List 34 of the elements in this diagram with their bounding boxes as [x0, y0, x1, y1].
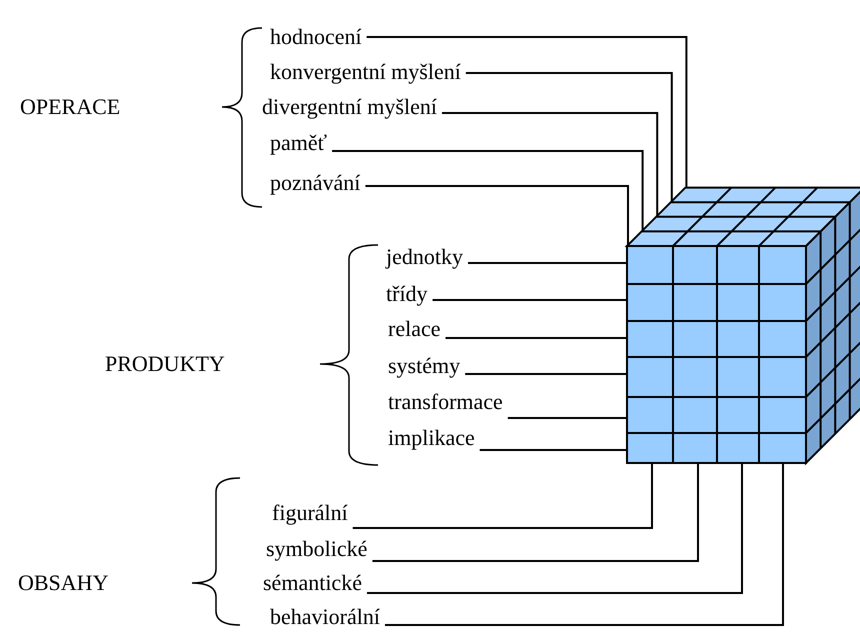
category-heading: PRODUKTY — [105, 352, 225, 376]
dimension-term: hodnocení — [270, 25, 362, 49]
leader-line — [352, 462, 653, 529]
dimension-term: paměť — [270, 131, 328, 155]
dimension-term: sémantické — [263, 571, 362, 595]
dimension-term: symbolické — [266, 537, 368, 561]
dimension-term: systémy — [388, 354, 460, 378]
dimension-term: poznávání — [270, 171, 360, 195]
dimension-term: třídy — [386, 282, 428, 306]
leader-line — [366, 36, 688, 187]
leader-line — [365, 185, 629, 245]
dimension-term: jednotky — [386, 245, 463, 269]
dimension-term: implikace — [388, 426, 475, 450]
leader-line — [465, 373, 628, 375]
dimension-term: relace — [388, 317, 440, 341]
leader-line — [332, 150, 644, 230]
cube-drawing — [624, 185, 860, 466]
dimension-term: figurální — [272, 501, 348, 525]
leader-line — [442, 112, 658, 216]
category-heading: OBSAHY — [18, 571, 108, 595]
leader-line — [446, 337, 628, 339]
leader-line — [384, 462, 784, 626]
leader-line — [366, 462, 743, 594]
dimension-term: divergentní myšlení — [262, 95, 437, 119]
leader-line — [466, 72, 673, 202]
dimension-term: transformace — [388, 390, 503, 414]
leader-line — [432, 299, 628, 301]
category-heading: OPERACE — [20, 95, 120, 119]
leader-line — [372, 462, 699, 562]
dimension-term: behaviorální — [270, 605, 380, 629]
leader-line — [508, 417, 628, 419]
leader-line — [468, 262, 628, 264]
dimension-term: konvergentní myšlení — [270, 60, 461, 84]
leader-line — [480, 449, 628, 451]
